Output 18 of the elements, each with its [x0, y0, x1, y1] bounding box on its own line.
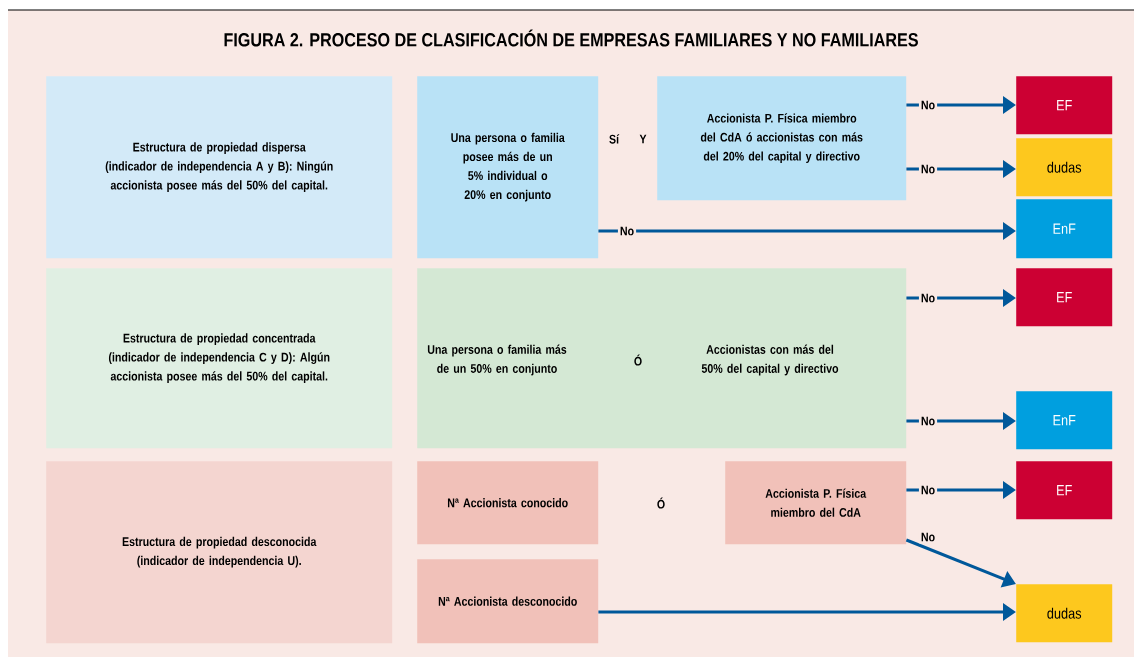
result-box: EF — [1016, 76, 1113, 135]
result-box: dudas — [1016, 584, 1113, 643]
category-box: Estructura de propiedad dispersa (indicador de independencia A y B): Ningún accionista posee más del 50% del capital. — [46, 76, 393, 259]
condition-box: Una persona o familia posee más de un 5% individual o 20% en conjunto — [417, 76, 599, 259]
condition-box: Nª Accionista desconocido — [417, 559, 599, 644]
result-box: EnF — [1016, 199, 1113, 259]
result-box: EF — [1016, 461, 1113, 520]
condition-box: Nª Accionista conocido — [417, 461, 599, 545]
title: FIGURA 2. PROCESO DE CLASIFICACIÓN DE EMPRESAS FAMILIARES Y NO FAMILIARES — [224, 29, 918, 47]
category-box: Estructura de propiedad concentrada (indicador de independencia C y D): Algún accionista posee más del 50% del capital. — [46, 268, 393, 449]
condition-box: Una persona o familia más de un 50% en conjunto Ó Accionistas con más del 50% del capital y directivo — [417, 268, 907, 449]
connector-word: Ó — [657, 497, 665, 509]
category-box: Estructura de propiedad desconocida (indicador de independencia U). — [46, 461, 393, 644]
condition-box: Accionista P. Física miembro del CdA ó accionistas con más del 20% del capital y directivo — [657, 76, 907, 201]
result-box: EF — [1016, 268, 1113, 327]
result-box: EnF — [1016, 391, 1113, 450]
result-box: dudas — [1016, 138, 1113, 197]
condition-box: Accionista P. Física miembro del CdA — [725, 461, 907, 545]
